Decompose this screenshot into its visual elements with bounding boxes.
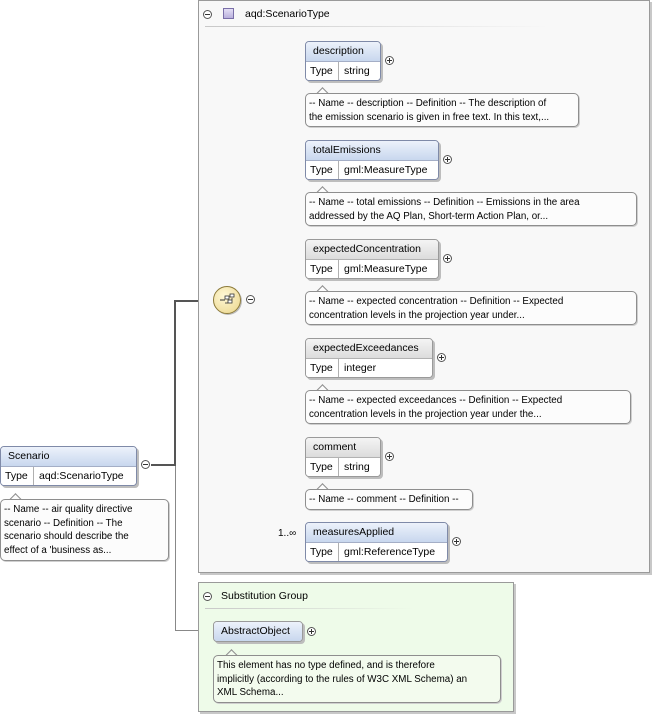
description-documentation: -- Name -- description -- Definition -- … — [305, 93, 579, 127]
complex-type-name: aqd:ScenarioType — [245, 8, 330, 20]
type-label: Type — [306, 161, 339, 179]
connector-to-substitution — [175, 466, 176, 631]
complex-type-frame: aqd:ScenarioType — [198, 0, 650, 573]
element-description[interactable]: description Type string — [305, 41, 381, 81]
substitution-group-header: Substitution Group — [199, 583, 513, 609]
element-name: expectedExceedances — [306, 339, 432, 359]
complex-type-header: aqd:ScenarioType — [199, 1, 649, 27]
complex-type-icon — [223, 8, 234, 19]
type-value: string — [344, 65, 370, 77]
element-name: totalEmissions — [306, 141, 438, 161]
element-name: comment — [306, 438, 380, 458]
element-measuresApplied[interactable]: measuresApplied Type gml:ReferenceType — [305, 522, 448, 562]
collapse-toggle-icon[interactable] — [203, 10, 212, 19]
connector-root-out — [151, 464, 175, 466]
expand-expectedExceedances-icon[interactable] — [437, 353, 446, 362]
expand-measuresApplied-icon[interactable] — [452, 537, 461, 546]
comment-documentation: -- Name -- comment -- Definition -- — [305, 489, 473, 510]
multiplicity-label: 1..∞ — [278, 528, 297, 539]
element-comment[interactable]: comment Type string — [305, 437, 381, 477]
element-name: AbstractObject — [214, 622, 302, 641]
expectedConcentration-documentation: -- Name -- expected concentration -- Def… — [305, 291, 637, 325]
expand-AbstractObject-icon[interactable] — [307, 627, 316, 636]
element-name: expectedConcentration — [306, 240, 438, 260]
element-totalEmissions[interactable]: totalEmissions Type gml:MeasureType — [305, 140, 439, 180]
root-collapse-icon[interactable] — [141, 460, 150, 469]
element-name: measuresApplied — [306, 523, 447, 543]
root-element-name: Scenario — [1, 447, 136, 467]
substitution-collapse-icon[interactable] — [203, 592, 212, 601]
expand-comment-icon[interactable] — [385, 452, 394, 461]
sequence-compositor-icon[interactable] — [213, 286, 241, 314]
type-value: gml:MeasureType — [344, 164, 428, 176]
element-expectedExceedances[interactable]: expectedExceedances Type integer — [305, 338, 433, 378]
type-label: Type — [306, 260, 339, 278]
type-label: Type — [306, 62, 339, 80]
expand-totalEmissions-icon[interactable] — [443, 155, 452, 164]
sequence-collapse-icon[interactable] — [246, 295, 255, 304]
type-label: Type — [306, 458, 339, 476]
element-AbstractObject[interactable]: AbstractObject — [213, 621, 303, 642]
connector-substitution-elem — [175, 630, 213, 631]
type-value: gml:MeasureType — [344, 263, 428, 275]
type-label: Type — [306, 543, 339, 561]
connector-root-vertical — [174, 300, 176, 466]
type-value: string — [344, 461, 370, 473]
type-value: aqd:ScenarioType — [39, 470, 124, 482]
root-element-scenario[interactable]: Scenario Type aqd:ScenarioType — [0, 446, 137, 486]
substitution-group-title: Substitution Group — [221, 590, 308, 602]
expand-description-icon[interactable] — [385, 56, 394, 65]
element-name: description — [306, 42, 380, 62]
expectedExceedances-documentation: -- Name -- expected exceedances -- Defin… — [305, 390, 631, 424]
expand-expectedConcentration-icon[interactable] — [443, 254, 452, 263]
AbstractObject-documentation: This element has no type defined, and is… — [213, 655, 501, 703]
type-label: Type — [306, 359, 339, 377]
type-value: gml:ReferenceType — [344, 546, 436, 558]
type-value: integer — [344, 362, 377, 374]
totalEmissions-documentation: -- Name -- total emissions -- Definition… — [305, 192, 637, 226]
type-label: Type — [1, 467, 34, 485]
element-expectedConcentration[interactable]: expectedConcentration Type gml:MeasureTyp… — [305, 239, 439, 279]
connector-to-sequence — [174, 300, 214, 302]
